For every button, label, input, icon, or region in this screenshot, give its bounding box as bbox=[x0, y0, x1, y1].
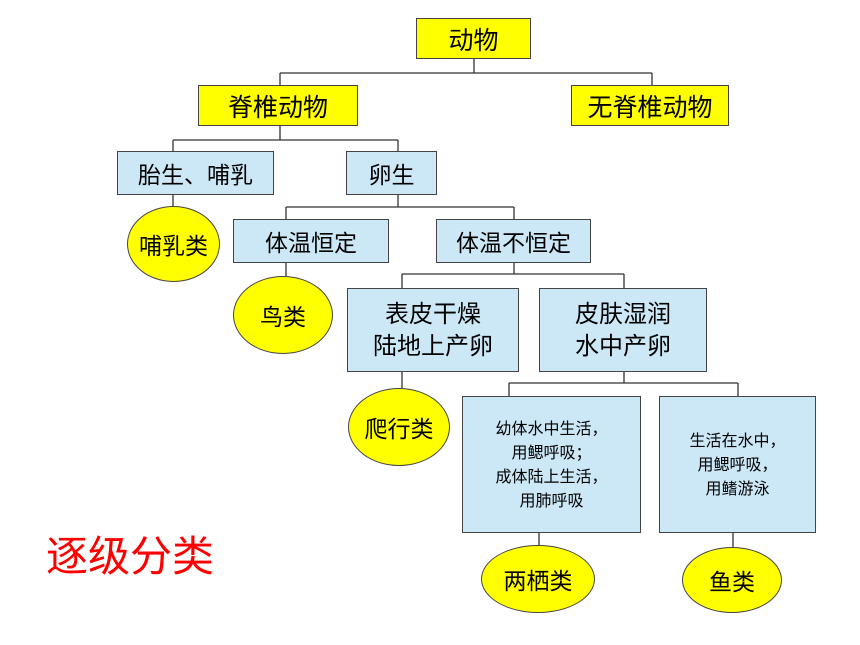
node-moist-skin: 皮肤湿润 水中产卵 bbox=[539, 288, 707, 372]
node-cold-blooded: 体温不恒定 bbox=[436, 219, 591, 263]
node-fish: 鱼类 bbox=[682, 547, 782, 613]
node-animals: 动物 bbox=[416, 18, 531, 59]
node-dry-skin: 表皮干燥 陆地上产卵 bbox=[347, 288, 519, 372]
node-oviparous: 卵生 bbox=[346, 151, 437, 195]
caption-stepwise-classification: 逐级分类 bbox=[46, 532, 215, 581]
node-amphibians: 两栖类 bbox=[481, 545, 595, 613]
node-amphibian-description: 幼体水中生活， 用鳃呼吸； 成体陆上生活， 用肺呼吸 bbox=[462, 396, 641, 533]
node-birds: 鸟类 bbox=[233, 276, 333, 354]
node-mammals: 哺乳类 bbox=[127, 206, 220, 282]
node-vertebrates: 脊椎动物 bbox=[198, 85, 358, 126]
node-warm-blooded: 体温恒定 bbox=[233, 219, 389, 263]
node-viviparous: 胎生、哺乳 bbox=[117, 151, 274, 195]
node-fish-description: 生活在水中， 用鳃呼吸， 用鳍游泳 bbox=[659, 396, 816, 533]
node-reptiles: 爬行类 bbox=[348, 388, 450, 466]
node-invertebrates: 无脊椎动物 bbox=[571, 85, 729, 126]
